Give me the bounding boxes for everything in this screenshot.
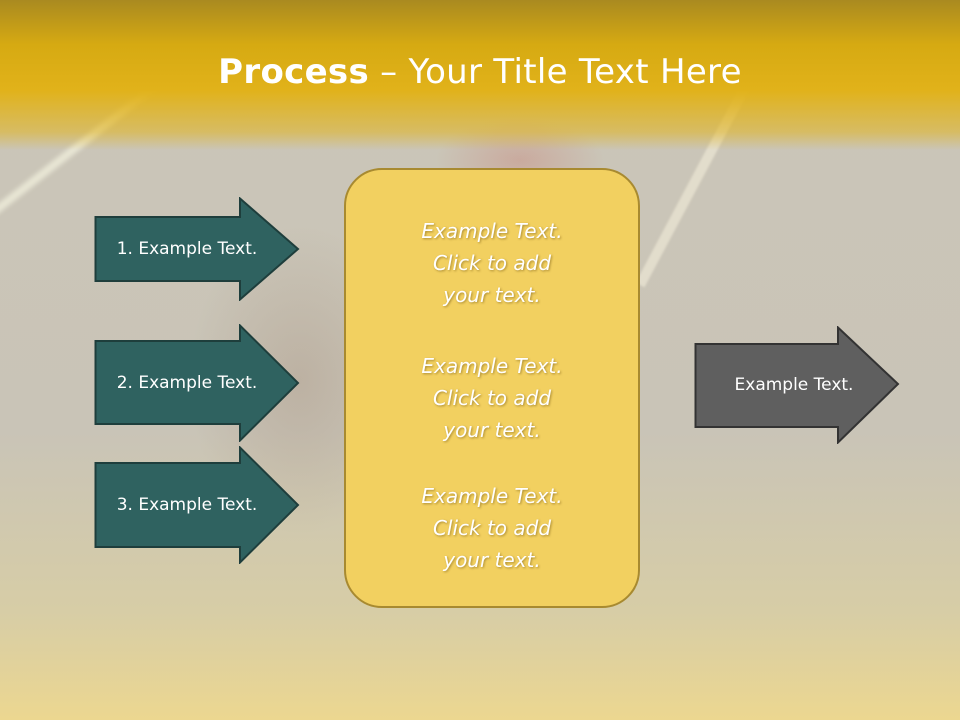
center-text-panel[interactable]: Example Text. Click to add your text. Ex…	[344, 168, 640, 608]
step-arrow-1[interactable]: 1. Example Text.	[94, 197, 300, 301]
panel-text-block-2[interactable]: Example Text. Click to add your text.	[346, 350, 638, 446]
arrow-shape	[694, 326, 900, 444]
panel-line: Click to add	[432, 251, 552, 275]
arrow-shape	[94, 324, 300, 442]
step-arrow-3[interactable]: 3. Example Text.	[94, 446, 300, 564]
panel-line: Example Text.	[421, 354, 563, 378]
title-bold: Process	[218, 52, 370, 92]
step-label: 3. Example Text.	[116, 495, 258, 515]
header-band	[0, 0, 960, 150]
panel-line: Click to add	[432, 516, 552, 540]
panel-line: Example Text.	[421, 219, 563, 243]
panel-text-block-1[interactable]: Example Text. Click to add your text.	[346, 215, 638, 311]
output-label: Example Text.	[734, 375, 854, 395]
panel-line: your text.	[443, 418, 541, 442]
panel-text-block-3[interactable]: Example Text. Click to add your text.	[346, 480, 638, 576]
panel-line: Example Text.	[421, 484, 563, 508]
step-arrow-2[interactable]: 2. Example Text.	[94, 324, 300, 442]
panel-line: your text.	[443, 548, 541, 572]
arrow-shape	[94, 197, 300, 301]
panel-line: Click to add	[432, 386, 552, 410]
panel-line: your text.	[443, 283, 541, 307]
step-label: 2. Example Text.	[116, 373, 258, 393]
output-arrow[interactable]: Example Text.	[694, 326, 900, 444]
arrow-shape	[94, 446, 300, 564]
slide-title[interactable]: Process – Your Title Text Here	[0, 52, 960, 92]
step-label: 1. Example Text.	[116, 239, 258, 259]
title-rest: – Your Title Text Here	[369, 52, 742, 92]
